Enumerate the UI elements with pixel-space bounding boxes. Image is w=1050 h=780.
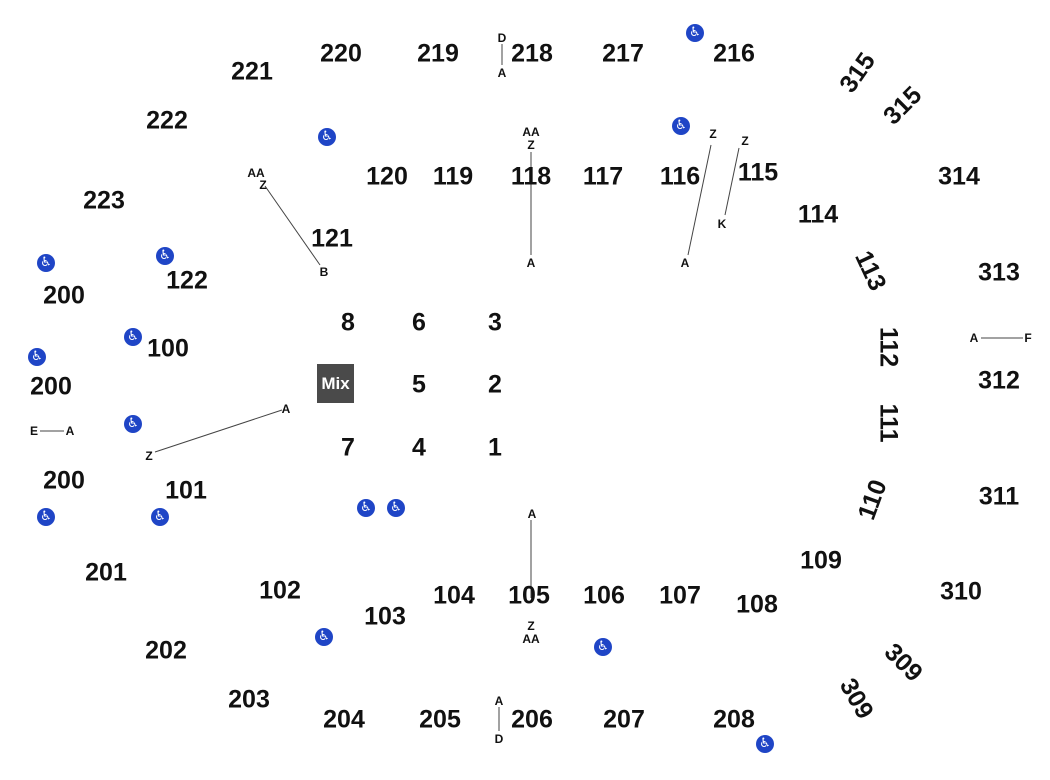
row-label: A <box>527 507 537 521</box>
row-label: AA <box>247 166 265 180</box>
section-108[interactable]: 108 <box>736 590 778 619</box>
section-200[interactable]: 200 <box>43 466 85 495</box>
section-220[interactable]: 220 <box>320 39 362 68</box>
section-1[interactable]: 1 <box>488 433 502 462</box>
section-4[interactable]: 4 <box>412 433 426 462</box>
wheelchair-icon[interactable]: ♿ <box>124 415 142 433</box>
section-217[interactable]: 217 <box>602 39 644 68</box>
section-116[interactable]: 116 <box>659 162 701 191</box>
section-200[interactable]: 200 <box>30 372 72 401</box>
section-6[interactable]: 6 <box>412 308 426 337</box>
row-label: Z <box>741 134 749 148</box>
row-label: E <box>29 424 39 438</box>
wheelchair-icon[interactable]: ♿ <box>124 328 142 346</box>
section-313[interactable]: 313 <box>978 258 1020 287</box>
mix-position[interactable]: Mix <box>317 364 354 403</box>
row-label: D <box>497 31 507 45</box>
wheelchair-icon[interactable]: ♿ <box>357 499 375 517</box>
row-label: F <box>1024 331 1032 345</box>
wheelchair-icon[interactable]: ♿ <box>672 117 690 135</box>
section-5[interactable]: 5 <box>412 370 426 399</box>
section-203[interactable]: 203 <box>228 685 270 714</box>
section-102[interactable]: 102 <box>259 576 301 605</box>
section-221[interactable]: 221 <box>231 57 273 86</box>
section-104[interactable]: 104 <box>433 581 475 610</box>
section-314[interactable]: 314 <box>938 162 980 191</box>
row-label: A <box>497 66 507 80</box>
row-label: Z <box>259 178 267 192</box>
section-111[interactable]: 111 <box>874 403 903 443</box>
section-115[interactable]: 115 <box>737 158 779 187</box>
row-label: A <box>65 424 75 438</box>
section-2[interactable]: 2 <box>488 370 502 399</box>
section-216[interactable]: 216 <box>713 39 755 68</box>
wheelchair-icon[interactable]: ♿ <box>37 254 55 272</box>
section-109[interactable]: 109 <box>800 546 842 575</box>
section-119[interactable]: 119 <box>432 162 474 191</box>
section-105[interactable]: 105 <box>508 581 550 610</box>
row-line-115 <box>724 147 740 216</box>
section-101[interactable]: 101 <box>165 476 207 505</box>
wheelchair-icon[interactable]: ♿ <box>686 24 704 42</box>
section-310[interactable]: 310 <box>940 577 982 606</box>
row-label: A <box>969 331 979 345</box>
section-8[interactable]: 8 <box>341 308 355 337</box>
section-201[interactable]: 201 <box>85 558 127 587</box>
section-219[interactable]: 219 <box>417 39 459 68</box>
section-106[interactable]: 106 <box>583 581 625 610</box>
section-223[interactable]: 223 <box>83 186 125 215</box>
section-121[interactable]: 121 <box>311 224 353 253</box>
row-line-116 <box>687 144 712 256</box>
section-205[interactable]: 205 <box>419 705 461 734</box>
row-label: Z <box>709 127 717 141</box>
section-204[interactable]: 204 <box>323 705 365 734</box>
section-207[interactable]: 207 <box>603 705 645 734</box>
section-112[interactable]: 112 <box>874 326 903 368</box>
section-3[interactable]: 3 <box>488 308 502 337</box>
wheelchair-icon[interactable]: ♿ <box>315 628 333 646</box>
row-label: AA <box>522 125 540 139</box>
section-200[interactable]: 200 <box>43 281 85 310</box>
section-103[interactable]: 103 <box>364 602 406 631</box>
wheelchair-icon[interactable]: ♿ <box>756 735 774 753</box>
row-line-121 <box>264 185 321 266</box>
section-114[interactable]: 114 <box>797 200 839 229</box>
row-label: A <box>494 694 504 708</box>
row-label: A <box>680 256 690 270</box>
section-118[interactable]: 118 <box>510 162 552 191</box>
wheelchair-icon[interactable]: ♿ <box>151 508 169 526</box>
section-311[interactable]: 311 <box>978 482 1020 511</box>
row-line-101 <box>154 409 283 453</box>
wheelchair-icon[interactable]: ♿ <box>318 128 336 146</box>
section-120[interactable]: 120 <box>366 162 408 191</box>
row-label: Z <box>145 449 153 463</box>
wheelchair-icon[interactable]: ♿ <box>37 508 55 526</box>
section-206[interactable]: 206 <box>511 705 553 734</box>
row-label: AA <box>522 632 540 646</box>
section-218[interactable]: 218 <box>511 39 553 68</box>
wheelchair-icon[interactable]: ♿ <box>387 499 405 517</box>
section-100[interactable]: 100 <box>147 334 189 363</box>
section-312[interactable]: 312 <box>978 366 1020 395</box>
row-label: B <box>319 265 329 279</box>
section-222[interactable]: 222 <box>146 106 188 135</box>
wheelchair-icon[interactable]: ♿ <box>156 247 174 265</box>
section-202[interactable]: 202 <box>145 636 187 665</box>
row-label: A <box>526 256 536 270</box>
wheelchair-icon[interactable]: ♿ <box>28 348 46 366</box>
row-label: Z <box>527 138 535 152</box>
section-122[interactable]: 122 <box>166 266 208 295</box>
row-label: A <box>281 402 291 416</box>
row-label: K <box>717 217 727 231</box>
section-117[interactable]: 117 <box>582 162 624 191</box>
section-7[interactable]: 7 <box>341 433 355 462</box>
row-label: D <box>494 732 504 746</box>
row-label: Z <box>527 619 535 633</box>
section-208[interactable]: 208 <box>713 705 755 734</box>
section-107[interactable]: 107 <box>659 581 701 610</box>
wheelchair-icon[interactable]: ♿ <box>594 638 612 656</box>
